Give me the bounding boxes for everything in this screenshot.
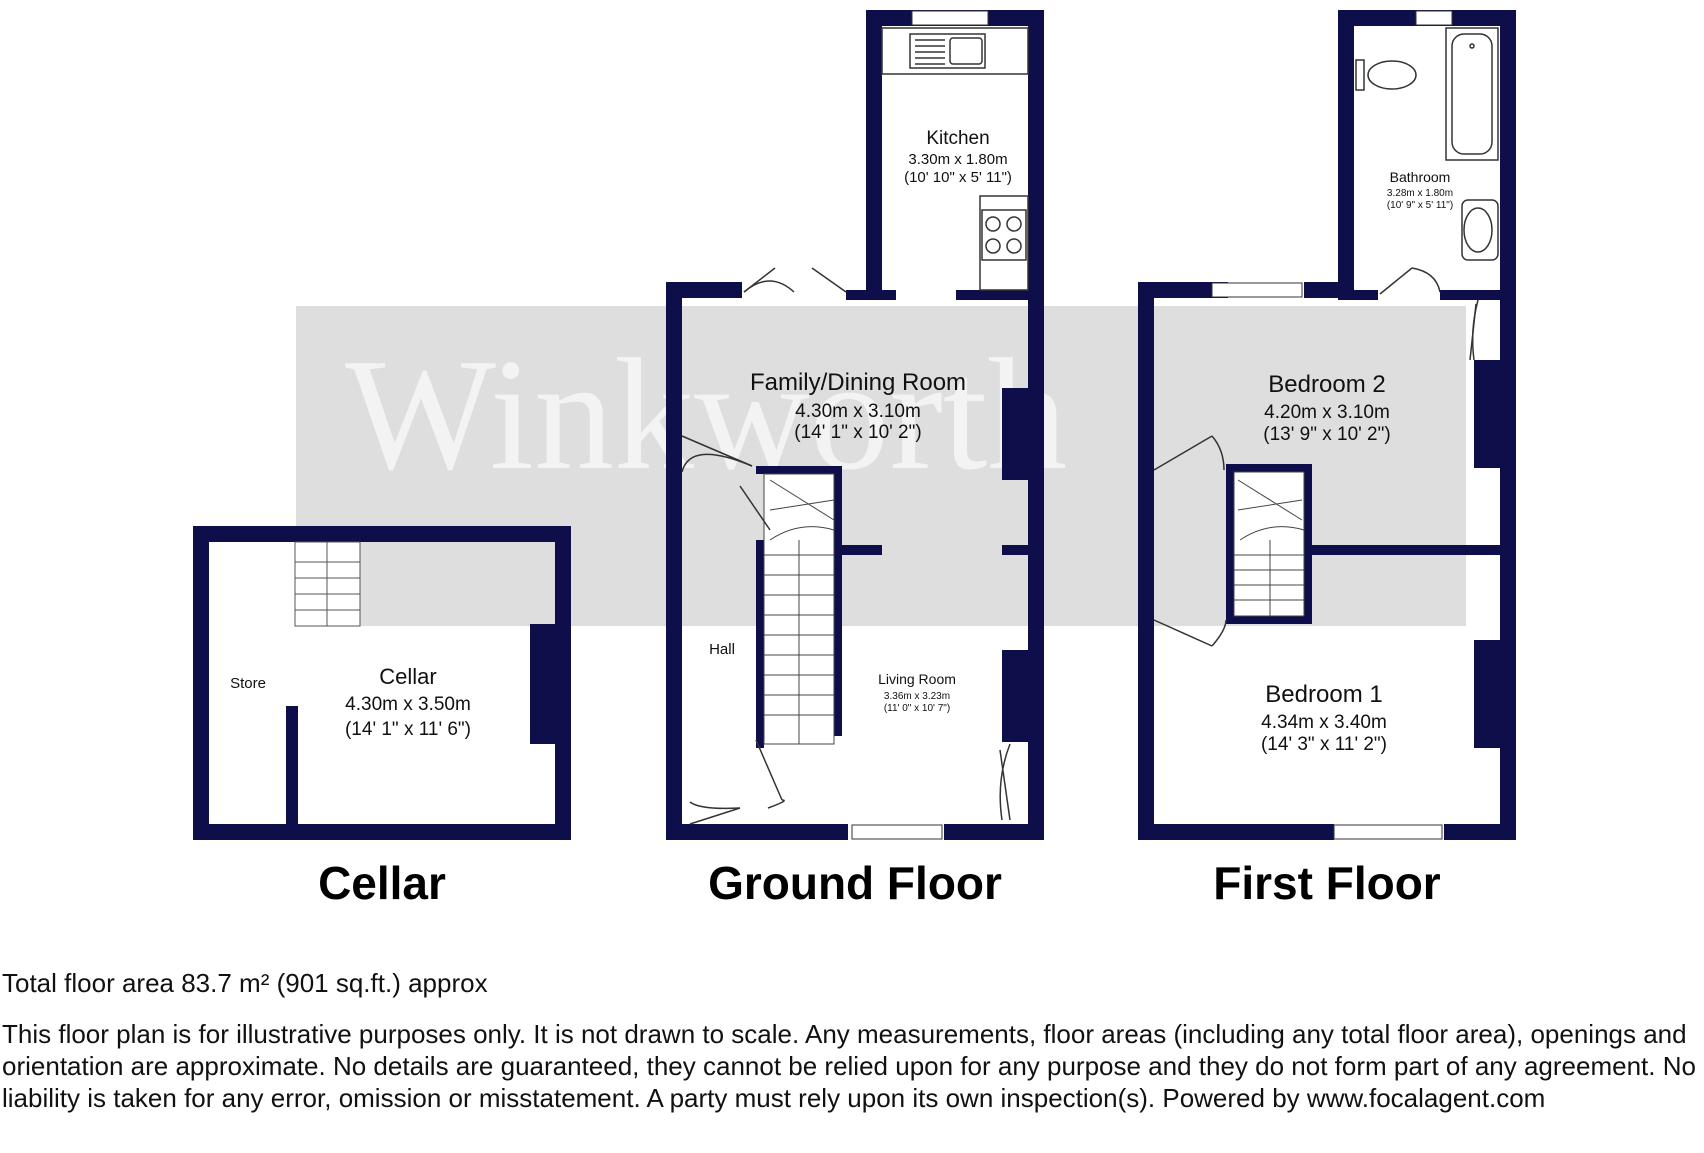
watermark-text: Winkworth [345, 325, 1067, 503]
bedroom2-name: Bedroom 2 [1268, 371, 1385, 398]
bedroom1-metric: 4.34m x 3.40m [1261, 712, 1387, 733]
living-imperial: (11' 0" x 10' 7") [884, 703, 950, 714]
kitchen-imperial: (10' 10" x 5' 11") [904, 169, 1012, 186]
bedroom1-imperial: (14' 3" x 11' 2") [1261, 734, 1387, 755]
kitchen-name: Kitchen [926, 128, 989, 149]
bedroom2-imperial: (13' 9" x 10' 2") [1263, 424, 1390, 445]
cellar-walls [193, 526, 571, 840]
family-dining-imperial: (14' 1" x 10' 2") [794, 422, 921, 443]
kitchen-hob [979, 195, 1029, 291]
ground-floor-walls [666, 10, 1044, 840]
bathroom-imperial: (10' 9" x 5' 11") [1387, 200, 1453, 211]
bathroom-fixtures [1355, 27, 1499, 261]
hall-label: Hall [709, 641, 735, 658]
floor-title-ground: Ground Floor [708, 857, 1002, 909]
first-floor-walls [1138, 10, 1516, 840]
total-floor-area: Total floor area 83.7 m² (901 sq.ft.) ap… [2, 968, 488, 998]
floor-title-cellar: Cellar [318, 857, 446, 909]
cellar-stairs [294, 541, 361, 627]
ground-doors [681, 267, 1011, 825]
living-metric: 3.36m x 3.23m [884, 691, 950, 702]
first-stairs [1233, 471, 1305, 617]
cellar-imperial: (14' 1" x 11' 6") [345, 719, 471, 740]
disclaimer-text: This floor plan is for illustrative purp… [2, 1019, 1696, 1113]
living-name: Living Room [878, 671, 956, 687]
first-floor-windows [1211, 10, 1453, 840]
bathroom-metric: 3.28m x 1.80m [1387, 188, 1453, 199]
kitchen-metric: 3.30m x 1.80m [908, 151, 1007, 168]
bathroom-name: Bathroom [1390, 169, 1451, 185]
cellar-metric: 4.30m x 3.50m [345, 694, 471, 715]
ground-stairs [763, 473, 835, 745]
family-dining-name: Family/Dining Room [750, 369, 966, 396]
ground-floor-windows [851, 10, 989, 840]
cellar-name: Cellar [379, 664, 436, 689]
store-label: Store [230, 675, 266, 692]
bedroom2-metric: 4.20m x 3.10m [1264, 402, 1390, 423]
bedroom1-name: Bedroom 1 [1265, 681, 1382, 708]
kitchen-sink [881, 27, 1029, 75]
floor-title-first: First Floor [1213, 857, 1441, 909]
first-doors [1153, 267, 1479, 647]
family-dining-metric: 4.30m x 3.10m [795, 401, 921, 422]
floor-plan-drawing: Winkworth Store Cellar 4.30m x 3.50m (14… [193, 10, 1516, 840]
